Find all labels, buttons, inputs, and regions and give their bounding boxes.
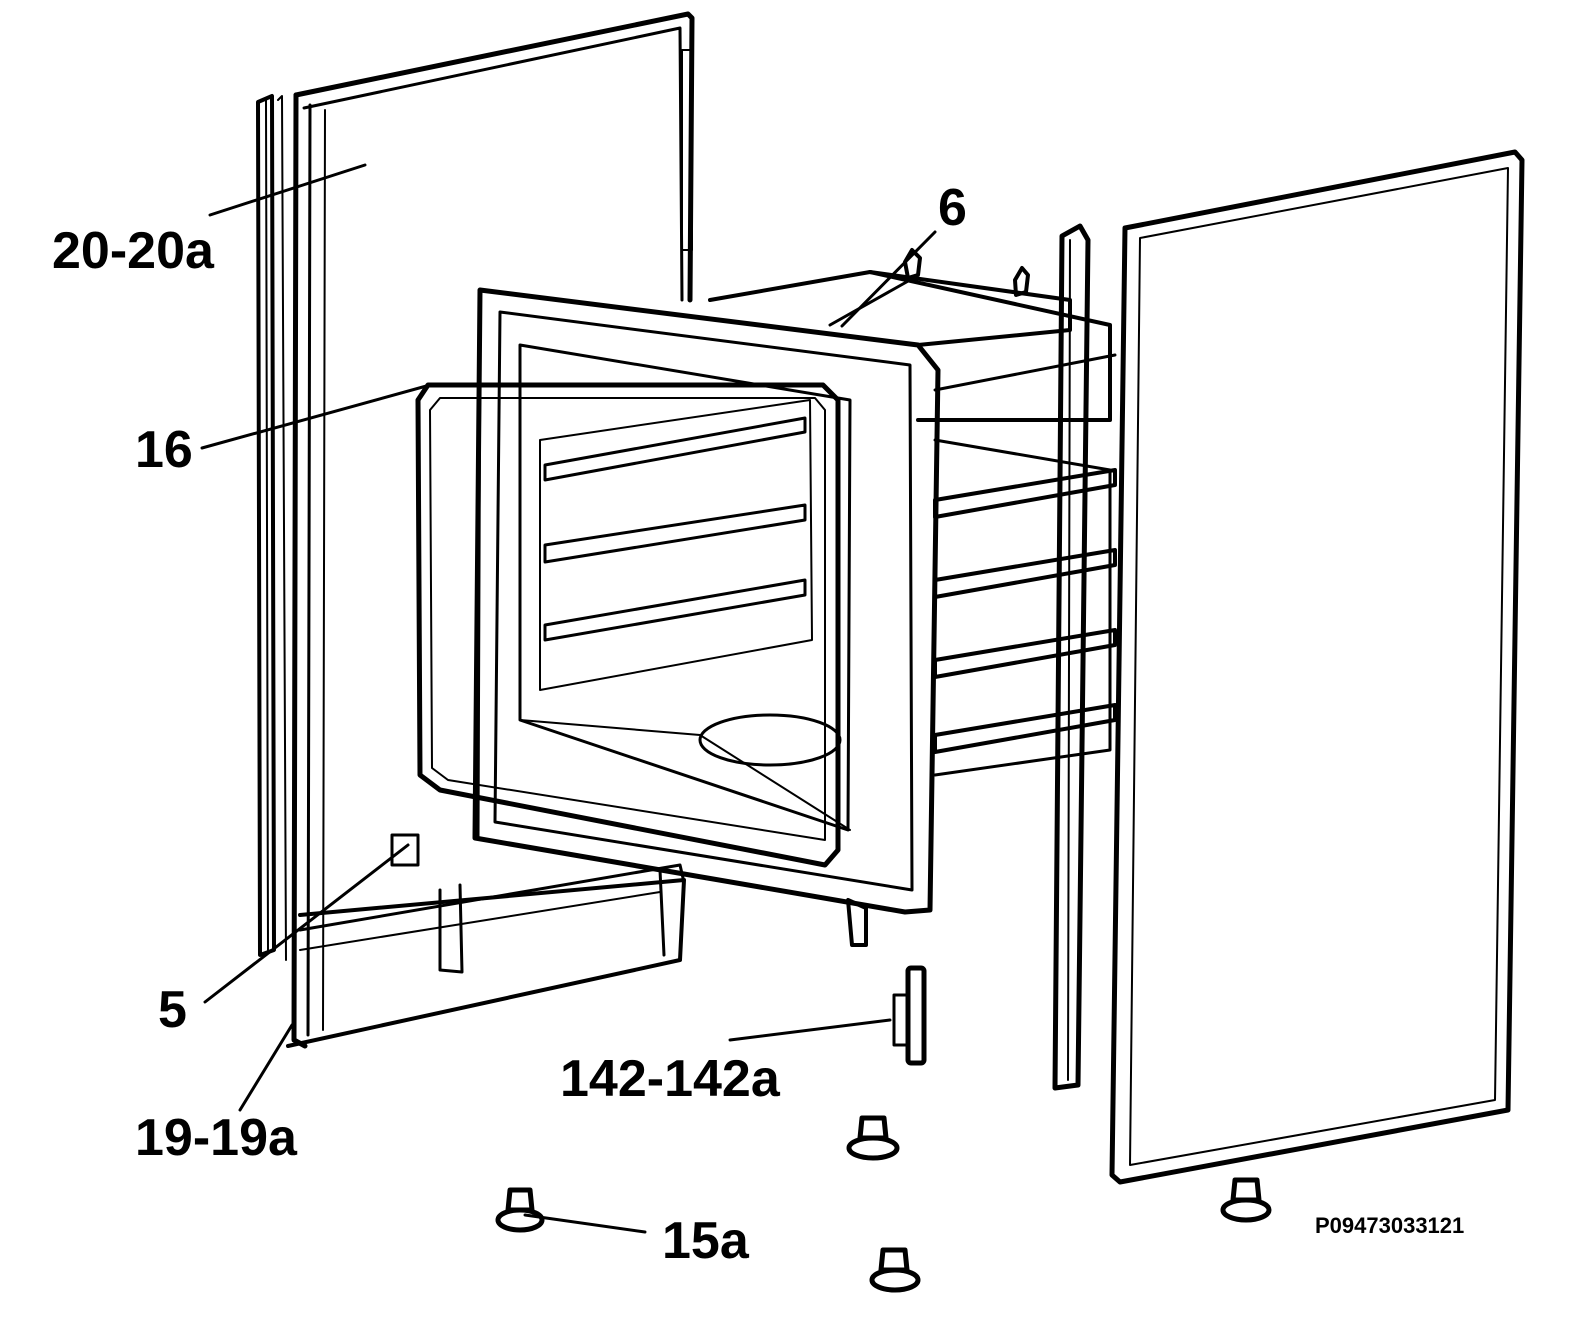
leader-142-142a xyxy=(728,1018,892,1042)
outer-shelf-rails xyxy=(933,468,1117,754)
inner-shelf-rails xyxy=(543,416,807,642)
label-20-20a: 20-20a xyxy=(52,222,214,280)
right-vertical-rail xyxy=(1052,223,1091,1091)
drawing-code: P09473033121 xyxy=(1315,1213,1465,1238)
leader-15a xyxy=(523,1213,647,1234)
leader-6 xyxy=(840,230,937,328)
hinge xyxy=(892,965,927,1066)
right-side-panel xyxy=(1109,149,1525,1185)
leader-lines xyxy=(200,163,937,1234)
label-142-142a: 142-142a xyxy=(560,1050,780,1108)
foot-2 xyxy=(846,1115,900,1161)
leader-19-19a xyxy=(238,1023,294,1112)
top-fixing-clip xyxy=(903,248,1030,297)
foot-4 xyxy=(1220,1177,1272,1223)
label-15a: 15a xyxy=(662,1212,749,1270)
foot-1 xyxy=(495,1187,545,1233)
leader-20-20a xyxy=(208,163,367,217)
label-16: 16 xyxy=(135,421,193,479)
left-vertical-rail xyxy=(256,94,287,961)
leader-5 xyxy=(203,843,410,1004)
foot-3 xyxy=(869,1247,921,1293)
door-seal xyxy=(415,382,841,868)
label-19-19a: 19-19a xyxy=(135,1109,297,1167)
left-side-panel xyxy=(291,11,695,1049)
oven-cavity xyxy=(518,343,852,832)
label-6: 6 xyxy=(938,179,967,237)
label-5: 5 xyxy=(158,981,187,1039)
leader-16 xyxy=(200,383,432,450)
bottom-plinth xyxy=(286,833,686,1048)
lower-bracket xyxy=(846,898,868,947)
